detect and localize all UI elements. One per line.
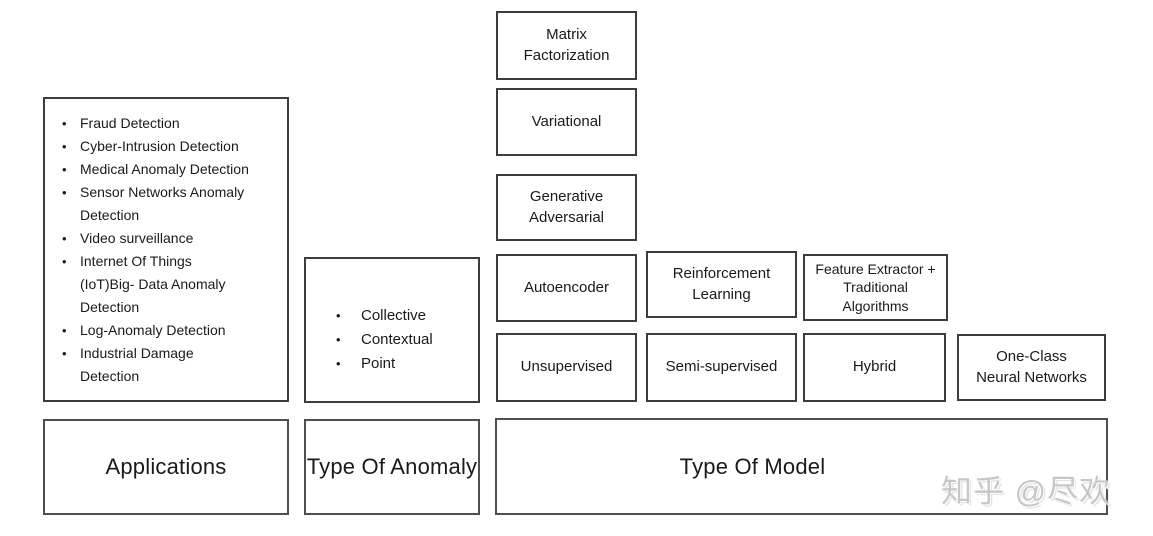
application-item-label: Fraud Detection xyxy=(80,115,180,131)
list-item: • Industrial Damage Detection xyxy=(62,342,283,388)
application-item-label: Medical Anomaly Detection xyxy=(80,161,249,177)
hybrid-label: Hybrid xyxy=(852,358,897,376)
one-class-neural-networks-box: One-Class Neural Networks xyxy=(957,334,1106,401)
type-of-anomaly-category-label: Type Of Anomaly xyxy=(306,454,478,479)
unsupervised-label: Unsupervised xyxy=(520,358,613,376)
list-item: • Cyber-Intrusion Detection xyxy=(62,135,283,158)
hybrid-box: Hybrid xyxy=(803,333,946,402)
anomaly-type-label: Point xyxy=(361,355,396,372)
reinforcement-learning-box: Reinforcement Learning xyxy=(646,251,797,318)
bullet-icon: • xyxy=(336,332,341,347)
reinforcement-learning-label: Reinforcement Learning xyxy=(672,264,771,303)
bullet-icon: • xyxy=(62,323,67,338)
list-item: • Contextual xyxy=(336,328,474,352)
anomaly-types-list-box: • Collective • Contextual • Point xyxy=(304,257,480,403)
application-item-label: Cyber-Intrusion Detection xyxy=(80,138,239,154)
applications-list: • Fraud Detection • Cyber-Intrusion Dete… xyxy=(62,112,283,388)
applications-list-box: • Fraud Detection • Cyber-Intrusion Dete… xyxy=(43,97,289,402)
type-of-model-category-label: Type Of Model xyxy=(679,453,826,479)
zhihu-watermark: 知乎 @尽欢 xyxy=(941,474,1112,509)
variational-box: Variational xyxy=(496,88,637,156)
one-class-neural-networks-label: One-Class Neural Networks xyxy=(976,347,1087,386)
semi-supervised-label: Semi-supervised xyxy=(665,358,778,376)
applications-category-box: Applications xyxy=(43,419,289,515)
anomaly-type-label: Contextual xyxy=(361,331,433,348)
type-of-anomaly-category-box: Type Of Anomaly xyxy=(304,419,480,515)
list-item: • Medical Anomaly Detection xyxy=(62,158,283,181)
semi-supervised-box: Semi-supervised xyxy=(646,333,797,402)
list-item: • Internet Of Things (IoT)Big- Data Anom… xyxy=(62,250,283,319)
type-of-model-category-box: Type Of Model xyxy=(495,418,1108,515)
list-item: • Collective xyxy=(336,304,474,328)
feature-extractor-box: Feature Extractor + Traditional Algorith… xyxy=(803,254,948,321)
bullet-icon: • xyxy=(62,346,67,361)
bullet-icon: • xyxy=(336,308,341,323)
feature-extractor-label: Feature Extractor + Traditional Algorith… xyxy=(815,260,936,314)
application-item-label: Log-Anomaly Detection xyxy=(80,322,226,338)
autoencoder-box: Autoencoder xyxy=(496,254,637,322)
applications-category-label: Applications xyxy=(105,454,227,479)
list-item: • Point xyxy=(336,352,474,376)
bullet-icon: • xyxy=(62,231,67,246)
bullet-icon: • xyxy=(62,116,67,131)
bullet-icon: • xyxy=(62,139,67,154)
autoencoder-label: Autoencoder xyxy=(523,278,610,296)
application-item-label: Industrial Damage Detection xyxy=(80,345,194,384)
bullet-icon: • xyxy=(62,254,67,269)
list-item: • Video surveillance xyxy=(62,227,283,250)
variational-label: Variational xyxy=(531,112,602,130)
matrix-factorization-box: Matrix Factorization xyxy=(496,11,637,80)
bullet-icon: • xyxy=(336,356,341,371)
generative-adversarial-box: Generative Adversarial xyxy=(496,174,637,241)
matrix-factorization-label: Matrix Factorization xyxy=(523,25,610,64)
list-item: • Fraud Detection xyxy=(62,112,283,135)
list-item: • Sensor Networks Anomaly Detection xyxy=(62,181,283,227)
generative-adversarial-label: Generative Adversarial xyxy=(528,187,605,226)
application-item-label: Internet Of Things (IoT)Big- Data Anomal… xyxy=(80,253,226,315)
application-item-label: Sensor Networks Anomaly Detection xyxy=(80,184,245,223)
anomaly-type-label: Collective xyxy=(361,307,427,324)
list-item: • Log-Anomaly Detection xyxy=(62,319,283,342)
bullet-icon: • xyxy=(62,162,67,177)
application-item-label: Video surveillance xyxy=(80,230,194,246)
unsupervised-box: Unsupervised xyxy=(496,333,637,402)
anomaly-types-list: • Collective • Contextual • Point xyxy=(336,304,474,376)
bullet-icon: • xyxy=(62,185,67,200)
